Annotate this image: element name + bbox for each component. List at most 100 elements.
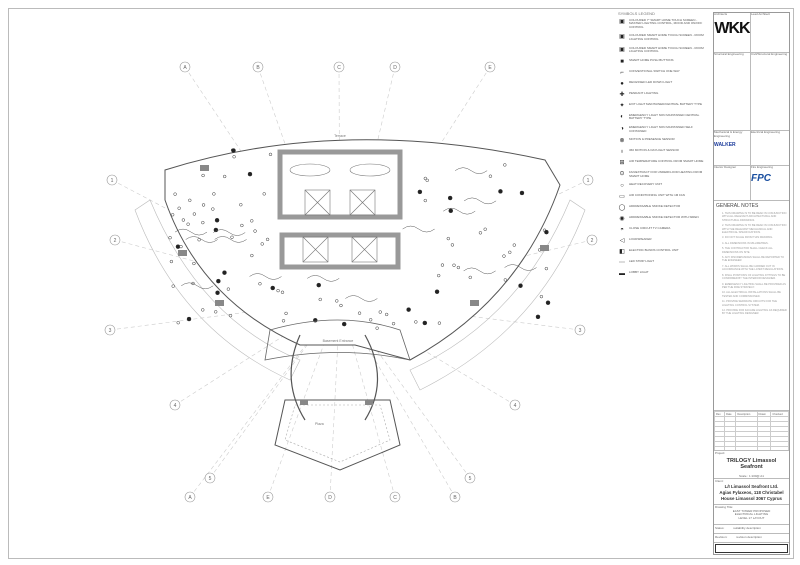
legend-item-text: MOTION & PRESENCE SENSOR: [629, 137, 675, 142]
project-name: TRILOGY Limassol Seafront: [726, 457, 777, 470]
legend-item-text: EXIT LIGHT MAINTAINED/CENTRAL BATTERY TY…: [629, 101, 703, 106]
legend-item-text: AIR TEMPERATURE CONTROL FROM SMART HOME: [629, 159, 704, 164]
lighting-circuit: [181, 282, 214, 290]
legend-item: ▣COLOURED SMART HOME TOUCH SCREEN - ROOM…: [618, 46, 710, 54]
equipment-block: [215, 300, 224, 306]
fpc-logo: FPC: [751, 172, 771, 184]
legend-item-text: COLOURED SMART HOME TOUCH SCREEN - ROOM …: [629, 33, 704, 41]
entrance-arc-left: [290, 334, 306, 421]
light-fixture-icon: [186, 316, 192, 322]
grid-bubble-left: 4: [169, 399, 181, 411]
light-fixture-icon: [192, 212, 197, 216]
legend-item-text: 360 MOTION & DAYLIGHT SENSOR: [629, 148, 679, 153]
motion-icon: ⊗: [619, 138, 625, 145]
legend-item-text: EMERGENCY LIGHT NON MAINTAINED CENTRAL B…: [629, 112, 700, 121]
legend-item-text: AIR CONDITIONING UNIT WITH 1M FAN: [629, 193, 685, 198]
grid-bubble-top: E: [484, 61, 496, 73]
air-icon: ▭: [619, 194, 625, 201]
light-fixture-icon: [222, 270, 227, 275]
legend-item: ⌐CONVENTIONAL SWITCH ONE WAY: [618, 69, 710, 76]
project-label: Project:: [715, 451, 726, 455]
legend-item-text: SMART HOME PUSH BUTTONS: [629, 57, 674, 62]
light-fixture-icon: [214, 310, 218, 314]
terrace-outline-right: [409, 199, 586, 391]
light-fixture-icon: [201, 173, 205, 178]
lighting-circuit: [463, 197, 497, 205]
light-fixture-icon: [503, 278, 507, 282]
grid-bubble-left: 2: [109, 234, 121, 246]
light-fixture-icon: [179, 244, 183, 249]
light-fixture-icon: [168, 236, 172, 240]
legend-item: ⊙ FAN/EXTRACT FOR UNDERFLOOR HEATING FROM…: [618, 170, 710, 178]
general-note: 4. ALL DIMENSIONS IN MILLIMETRES.: [722, 241, 769, 245]
light-fixture-icon: [171, 213, 175, 217]
grid-label-text: 5: [469, 476, 472, 482]
light-fixture-icon: [503, 163, 507, 167]
general-note: 1. THIS DRAWING IS TO BE READ IN CONJUNC…: [722, 212, 787, 222]
legend-item: ⊗ MOTION & PRESENCE SENSOR: [618, 137, 710, 145]
thermostat-icon: ⊞: [619, 160, 625, 167]
grid-bubble-bottom: E: [262, 491, 274, 503]
client-label: Client:: [715, 479, 724, 483]
status-row: Status: suitability description: [714, 525, 789, 534]
light-fixture-icon: [239, 203, 243, 207]
light-fixture-icon: [226, 287, 231, 291]
legend-item-text: COLOURED 7" SMART HOME TOUCH SCREEN - MA…: [629, 17, 703, 29]
light-fixture-icon: [384, 312, 389, 317]
legend-item-text: ADDRESSABLE SMOKE DETECTOR WITH SIREN: [629, 215, 699, 220]
lighting-circuit: [443, 207, 476, 215]
grid-label-text: E: [266, 495, 270, 501]
light-fixture-icon: [425, 178, 429, 182]
general-note: 12. PROVIDE FOR FACADE LIGHTING AS REQUI…: [722, 308, 787, 316]
equipment-block: [200, 165, 209, 171]
light-fixture-icon: [173, 192, 177, 196]
light-fixture-icon: [535, 314, 541, 320]
drawing-title: EAST TOWER PROPOSED: [732, 508, 771, 513]
equipment-block: [178, 250, 187, 256]
light-fixture-icon: [247, 171, 253, 177]
light-fixture-icon: [260, 242, 264, 246]
lighting-circuit: [454, 167, 488, 174]
light-fixture-icon: [181, 218, 186, 222]
speaker-icon: ◁: [619, 238, 625, 245]
light-fixture-icon: [437, 273, 441, 278]
fan-icon: ⊙: [619, 171, 625, 178]
legend-item: ◓CLOSE CIRCUIT TV CAMERA: [618, 227, 710, 234]
legend-item: ▣COLOURED SMART HOME TOUCH SCREEN - ROOM…: [618, 34, 710, 41]
emergency-b-icon: ◑: [620, 125, 624, 132]
lobby-icon: ▬: [619, 271, 625, 278]
light-fixture-icon: [316, 282, 321, 288]
light-fixture-icon: [223, 174, 227, 179]
symbols-legend: SYMBOLS LEGEND ▣COLOURED 7" SMART HOME T…: [618, 12, 710, 282]
legend-item: ▣COLOURED 7" SMART HOME TOUCH SCREEN - M…: [618, 17, 710, 30]
fire-label: Fire Engineering: [751, 166, 774, 169]
light-fixture-icon: [188, 198, 192, 202]
light-fixture-icon: [281, 319, 286, 323]
grid-label-text: 1: [587, 178, 590, 184]
legend-item: ■ SMART HOME PUSH BUTTONS: [618, 57, 710, 65]
title-block: Architects WKK Lead Architect Structural…: [713, 12, 790, 555]
room-label-plaza: Plaza: [315, 422, 324, 426]
light-fixture-icon: [213, 227, 219, 233]
terrace-outline: [134, 199, 301, 381]
legend-item: ◉ADDRESSABLE SMOKE DETECTOR WITH SIREN: [618, 215, 710, 223]
light-fixture-icon: [447, 195, 453, 201]
exit-icon: ✦: [619, 102, 625, 109]
legend-item-text: LOUDSPEAKER: [629, 237, 652, 242]
light-fixture-icon: [250, 219, 254, 223]
light-fixture-icon: [519, 190, 525, 196]
push-button-icon: ■: [620, 58, 624, 65]
grid-bubble-bottom: C: [389, 491, 401, 503]
grid-bubble-bottom: D: [324, 491, 336, 503]
light-fixture-icon: [171, 284, 175, 288]
legend-item-text: FAN/EXTRACT FOR UNDERFLOOR HEATING FROM …: [629, 170, 703, 178]
legend-item: ○HEAT RECOVERY UNIT: [618, 183, 710, 190]
grid-label-text: E: [488, 65, 492, 71]
light-fixture-icon: [339, 303, 343, 308]
legend-item: ◑EMERGENCY LIGHT NON MAINTAINED SELF CON…: [618, 125, 710, 133]
legend-item: ▭ AIR CONDITIONING UNIT WITH 1M FAN: [618, 193, 710, 201]
light-fixture-icon: [539, 294, 544, 299]
room-label-entrance: Basement Entrance: [323, 339, 354, 343]
interior-label: Interior Designer: [714, 166, 737, 169]
